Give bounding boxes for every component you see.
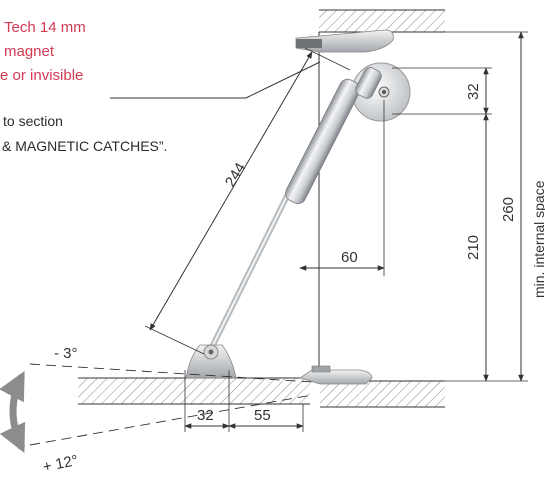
dim-label-60: 60 [341,249,358,266]
dim-label-32-vertical: 32 [465,83,482,100]
angle-label-upper: - 3° [54,345,78,362]
dim-base-offsets: 32 55 [184,370,304,432]
note-line-5: & MAGNETIC CATCHES”. [2,138,168,154]
dim-label-260: 260 [500,197,517,222]
note-line-3: e or invisible [0,67,84,84]
rotation-arrow [0,371,26,454]
magnet-catch-top [295,29,394,53]
lower-base-bracket [185,344,237,379]
dim-stroke-height: 210 [465,113,489,382]
dim-label-32-base: 32 [197,407,214,424]
dim-horizontal-offset: 60 [299,100,385,276]
min-internal-space-label: min. internal space [531,180,545,298]
note-line-4: to section [3,113,63,129]
note-line-2: magnet [4,43,55,60]
dim-total-height: 260 min. internal space [500,31,545,382]
angle-label-lower: + 12° [41,452,79,476]
dim-label-210: 210 [465,235,482,260]
magnet-catch-bottom [299,365,373,385]
top-panel [319,9,445,33]
bottom-panel-right [320,380,445,408]
dim-label-55: 55 [254,407,271,424]
dim-pivot-offset: 32 [465,67,489,115]
note-line-1: Tech 14 mm [4,19,86,36]
bottom-panel-left [78,377,310,405]
dim-label-244: 244 [222,160,249,190]
